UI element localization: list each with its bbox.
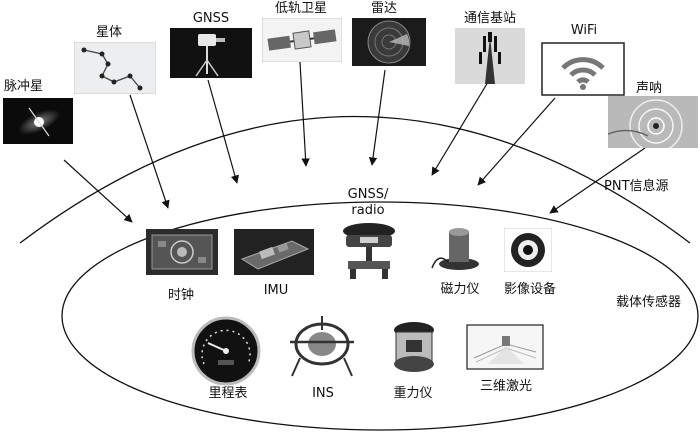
arrow-stars: [129, 94, 170, 209]
sensor-label-magnetometer: 磁力仪: [440, 282, 480, 297]
arrow-cell: [431, 81, 489, 176]
leo-satellite-image: [262, 18, 342, 62]
sensor-label-imu: IMU: [263, 283, 289, 298]
cell-tower-image: [455, 28, 525, 84]
sensor-label-ins: INS: [312, 386, 334, 401]
sonar-image: [608, 96, 698, 148]
source-label-gnss: GNSS: [192, 11, 230, 26]
pulsar-image: [3, 98, 73, 144]
arrow-radar: [368, 69, 386, 166]
gnss-radio-image: [336, 219, 402, 283]
pnt-sources-label: PNT信息源: [604, 179, 669, 194]
sensor-label-odometer: 里程表: [208, 386, 248, 401]
carrier-ellipse: [61, 201, 699, 431]
radar-image: [352, 18, 426, 66]
arrow-leo: [299, 61, 310, 167]
sensor-label-gnss-radio-line2: radio: [351, 203, 385, 218]
clock-image: [146, 229, 218, 275]
source-label-radar: 雷达: [370, 1, 398, 16]
arrow-sonar: [549, 147, 646, 214]
ins-image: [284, 314, 360, 380]
source-label-wifi: WiFi: [570, 23, 598, 38]
camera-image: [504, 228, 552, 272]
source-label-sonar: 声呐: [636, 81, 663, 96]
source-label-stars: 星体: [96, 25, 123, 40]
sensor-label-gnss-radio-line1: GNSS/: [347, 187, 389, 202]
gnss-receiver-image: [170, 28, 252, 78]
arrow-wifi: [477, 97, 556, 186]
wifi-image: [541, 42, 625, 96]
arrow-pulsar: [63, 159, 133, 223]
source-label-leo: 低轨卫星: [274, 1, 328, 16]
source-label-cell: 通信基站: [463, 11, 517, 26]
sensor-label-gravimeter: 重力仪: [393, 386, 433, 401]
stars-image: [74, 42, 156, 94]
source-label-pulsar: 脉冲星: [4, 79, 44, 94]
sensor-label-lidar: 三维激光: [479, 379, 533, 394]
lidar-image: [466, 324, 544, 370]
pnt-source-boundary: [19, 115, 691, 244]
carrier-sensors-label: 载体传感器: [616, 295, 682, 310]
imu-image: [234, 229, 314, 275]
sensor-label-clock: 时钟: [167, 288, 195, 303]
magnetometer-image: [428, 222, 490, 274]
odometer-image: [184, 316, 268, 386]
gravimeter-image: [384, 318, 444, 378]
sensor-label-camera: 影像设备: [503, 282, 557, 297]
arrow-gnss: [207, 79, 239, 184]
